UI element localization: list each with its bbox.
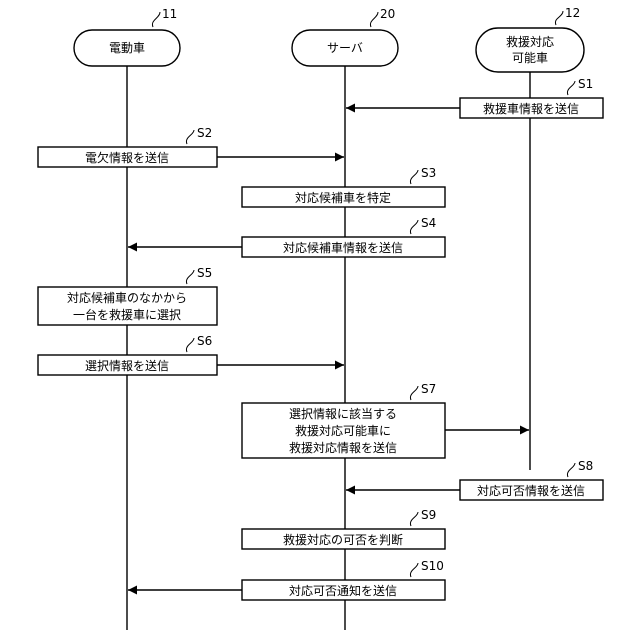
step-text: 選択情報に該当する [289, 406, 397, 421]
step-s4: 対応候補車情報を送信 S4 [128, 216, 445, 257]
actor-electric-vehicle: 電動車 11 [74, 7, 180, 66]
step-text: 対応可否情報を送信 [477, 483, 585, 498]
step-s10: 対応可否通知を送信 S10 [128, 559, 445, 600]
ref-number: 20 [380, 7, 395, 21]
actor-rescue-capable-vehicle: 救援対応 可能車 12 [476, 6, 584, 72]
step-text: 対応候補車のなかから [67, 291, 187, 305]
ref-number: 11 [162, 7, 177, 21]
step-leader [186, 130, 194, 144]
step-id: S8 [578, 459, 593, 473]
step-leader [567, 463, 575, 477]
step-leader [410, 170, 418, 184]
step-text: 電欠情報を送信 [85, 150, 169, 165]
step-s9: 救援対応の可否を判断 S9 [242, 508, 445, 549]
step-leader [186, 338, 194, 352]
step-text: 選択情報を送信 [85, 358, 169, 373]
step-id: S9 [421, 508, 436, 522]
step-s8: 対応可否情報を送信 S8 [346, 459, 603, 500]
ref-number: 12 [565, 6, 580, 20]
step-text: 救援対応の可否を判断 [283, 532, 403, 547]
step-id: S6 [197, 334, 212, 348]
step-s3: 対応候補車を特定 S3 [242, 166, 445, 207]
step-id: S1 [578, 77, 593, 91]
step-text: 救援車情報を送信 [483, 101, 579, 116]
step-id: S2 [197, 126, 212, 140]
step-id: S3 [421, 166, 436, 180]
step-text: 対応可否通知を送信 [289, 583, 397, 598]
step-leader [410, 563, 418, 577]
actor-server: サーバ 20 [292, 7, 398, 66]
actor-label: サーバ [327, 41, 363, 55]
step-id: S5 [197, 266, 212, 280]
step-leader [410, 386, 418, 400]
step-leader [186, 270, 194, 284]
actor-label: 可能車 [512, 51, 548, 65]
step-s2: 電欠情報を送信 S2 [38, 126, 344, 167]
ref-leader [152, 12, 160, 27]
step-text: 対応候補車情報を送信 [283, 240, 403, 255]
actor-label: 救援対応 [506, 34, 554, 49]
step-s7: 選択情報に該当する 救援対応可能車に 救援対応情報を送信 S7 [242, 382, 529, 458]
step-s6: 選択情報を送信 S6 [38, 334, 344, 375]
step-leader [410, 220, 418, 234]
step-text: 救援対応可能車に [295, 423, 391, 438]
step-id: S10 [421, 559, 444, 573]
step-text: 対応候補車を特定 [295, 190, 391, 205]
ref-leader [370, 12, 378, 27]
step-id: S7 [421, 382, 436, 396]
step-s1: 救援車情報を送信 S1 [346, 77, 603, 118]
step-text: 救援対応情報を送信 [289, 440, 397, 455]
actor-label: 電動車 [109, 41, 145, 55]
step-leader [410, 512, 418, 526]
step-text: 一台を救援車に選択 [73, 307, 181, 322]
step-id: S4 [421, 216, 436, 230]
step-leader [567, 81, 575, 95]
ref-leader [555, 11, 563, 25]
